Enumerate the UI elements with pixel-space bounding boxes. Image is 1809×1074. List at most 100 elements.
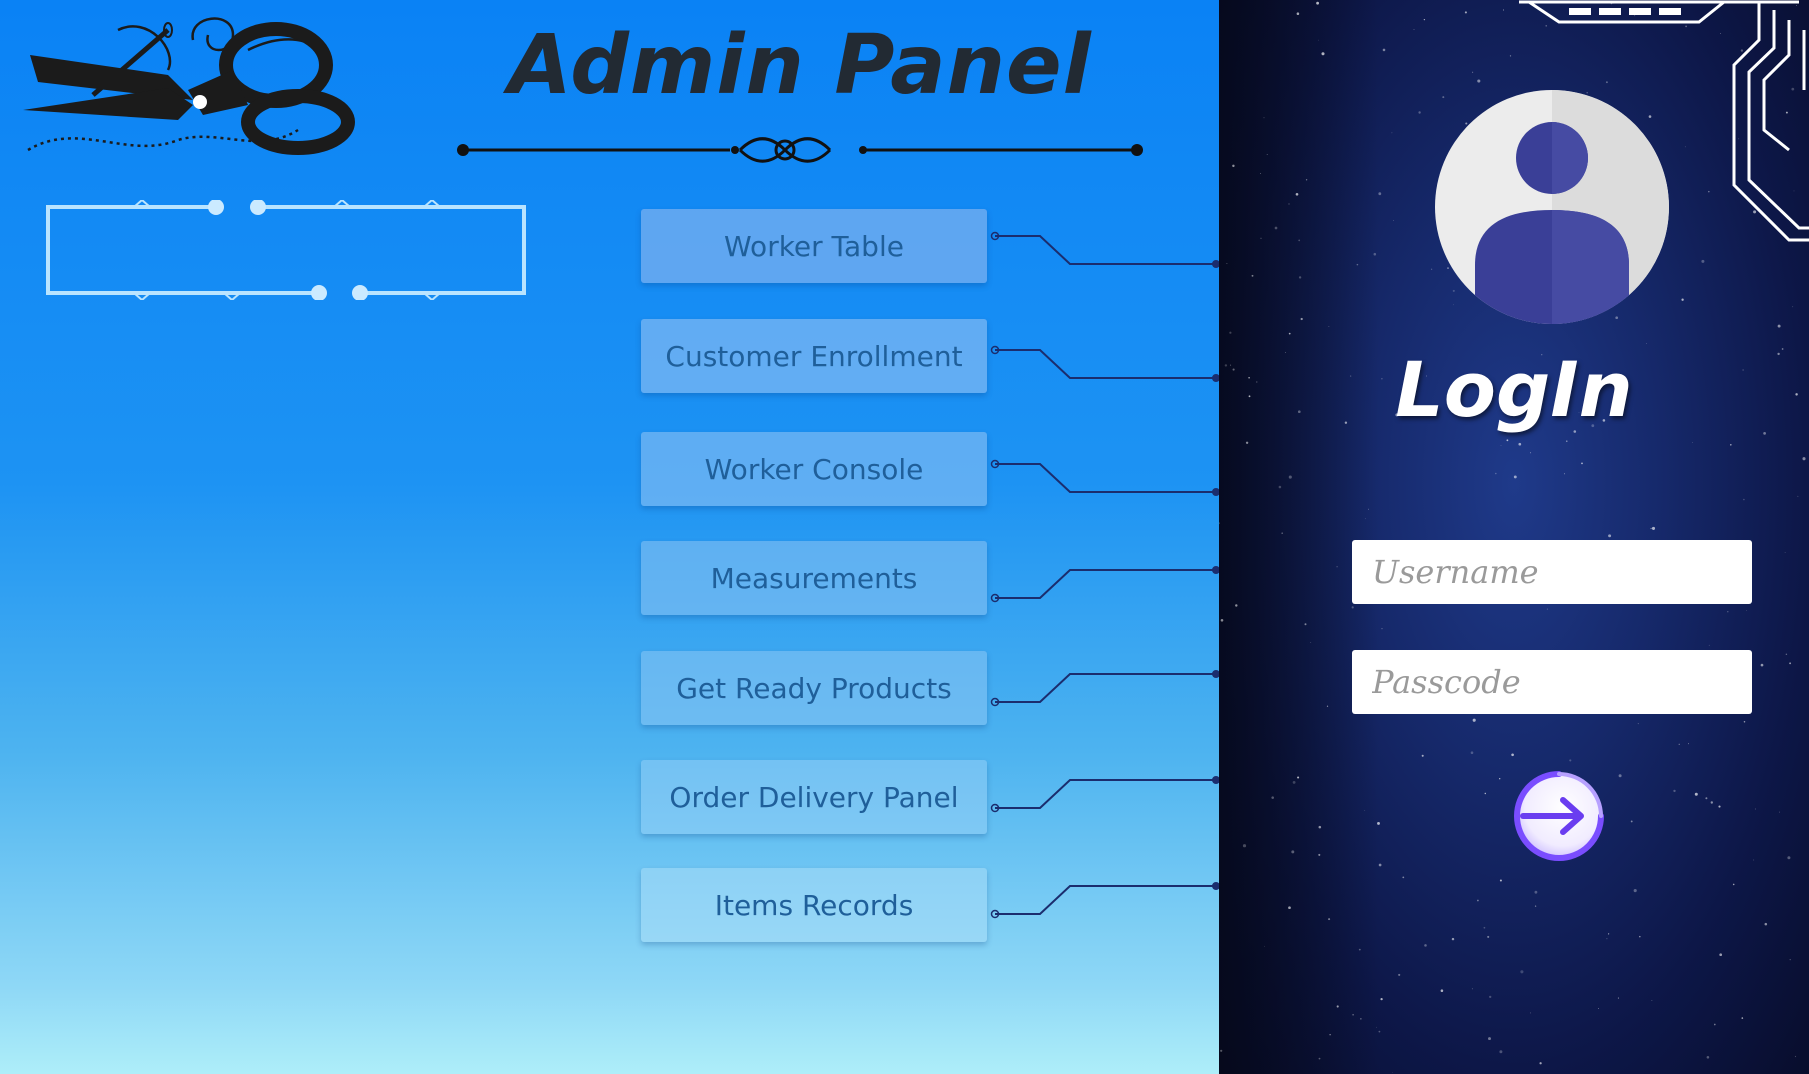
star [1329, 1034, 1331, 1036]
star [1248, 377, 1250, 379]
star [1581, 462, 1583, 465]
login-submit-button[interactable] [1513, 770, 1605, 862]
star [1740, 49, 1744, 52]
star [1296, 12, 1300, 15]
star [1423, 18, 1426, 21]
star [1606, 938, 1608, 940]
measurements-button[interactable]: Measurements [641, 541, 987, 615]
star [1634, 15, 1636, 17]
star [1288, 203, 1290, 205]
star [1264, 945, 1265, 947]
star [1791, 87, 1795, 91]
items-records-button[interactable]: Items Records [641, 868, 987, 942]
star [1785, 653, 1788, 656]
star [1256, 381, 1258, 383]
star [1487, 935, 1490, 938]
star [1395, 413, 1399, 417]
arrow-right-circle-icon [1514, 771, 1604, 861]
worker-table-button[interactable]: Worker Table [641, 209, 987, 283]
star [1730, 444, 1732, 446]
star [1440, 989, 1444, 992]
star [1288, 332, 1291, 335]
star [1285, 351, 1286, 353]
star [1377, 821, 1380, 825]
star [1586, 91, 1589, 94]
title-divider-ornament [457, 137, 1143, 163]
star [1488, 1037, 1491, 1041]
star [1794, 1055, 1797, 1058]
star [1763, 432, 1766, 435]
star [1678, 743, 1680, 745]
star [1648, 115, 1652, 118]
star [1738, 138, 1740, 140]
star [1378, 1030, 1381, 1033]
star [1681, 298, 1684, 301]
star [1701, 259, 1705, 263]
star [1382, 48, 1386, 52]
star [1650, 527, 1652, 530]
star [1380, 997, 1383, 1001]
star [1718, 805, 1721, 808]
star [1777, 352, 1780, 356]
star [1470, 751, 1474, 754]
star [1373, 252, 1377, 256]
star [1789, 959, 1791, 961]
star [1297, 410, 1301, 414]
star [1796, 5, 1798, 6]
star [1578, 412, 1580, 414]
star [1391, 132, 1393, 134]
star [1295, 192, 1299, 196]
star [1743, 498, 1745, 501]
user-avatar-icon [1435, 90, 1669, 324]
star [1447, 267, 1449, 269]
star [1430, 268, 1433, 270]
menu-connector-lines [990, 231, 1219, 919]
star [1694, 792, 1698, 796]
admin-panel: Admin Panel Worker Table Cu [0, 0, 1219, 1074]
passcode-input[interactable] [1352, 650, 1752, 714]
order-delivery-panel-button[interactable]: Order Delivery Panel [641, 760, 987, 834]
star [1509, 55, 1512, 57]
star [1472, 71, 1474, 73]
star [1288, 906, 1291, 910]
star [1298, 239, 1301, 242]
star [1569, 759, 1572, 762]
star [1685, 25, 1688, 28]
star [1263, 117, 1265, 119]
star [1326, 705, 1329, 707]
star [1746, 610, 1747, 611]
star [1292, 780, 1296, 784]
get-ready-products-button[interactable]: Get Ready Products [641, 651, 987, 725]
star [1605, 81, 1608, 84]
star [1743, 720, 1746, 723]
star [1376, 1026, 1377, 1028]
star [1710, 801, 1713, 804]
star [1513, 475, 1517, 479]
star [1297, 776, 1300, 779]
star [1304, 623, 1307, 626]
star [1232, 164, 1235, 168]
star [1608, 933, 1610, 935]
star [1598, 1008, 1600, 1010]
username-input[interactable] [1352, 540, 1752, 604]
login-title: LogIn [1395, 345, 1633, 434]
star [1251, 274, 1254, 277]
star [1378, 863, 1382, 867]
star [1360, 1018, 1362, 1020]
star [1413, 29, 1415, 30]
star [1591, 424, 1595, 428]
worker-console-button[interactable]: Worker Console [641, 432, 987, 506]
star [1688, 743, 1690, 745]
star [1530, 452, 1532, 454]
star [1573, 430, 1577, 433]
star [1708, 644, 1710, 646]
star [1421, 754, 1424, 757]
star [1753, 859, 1755, 861]
star [1753, 210, 1757, 214]
star [1760, 663, 1764, 667]
customer-enrollment-button[interactable]: Customer Enrollment [641, 319, 987, 393]
circuit-decoration [1519, 0, 1809, 242]
star [1564, 473, 1566, 475]
star [1617, 997, 1619, 999]
star [1608, 534, 1612, 538]
